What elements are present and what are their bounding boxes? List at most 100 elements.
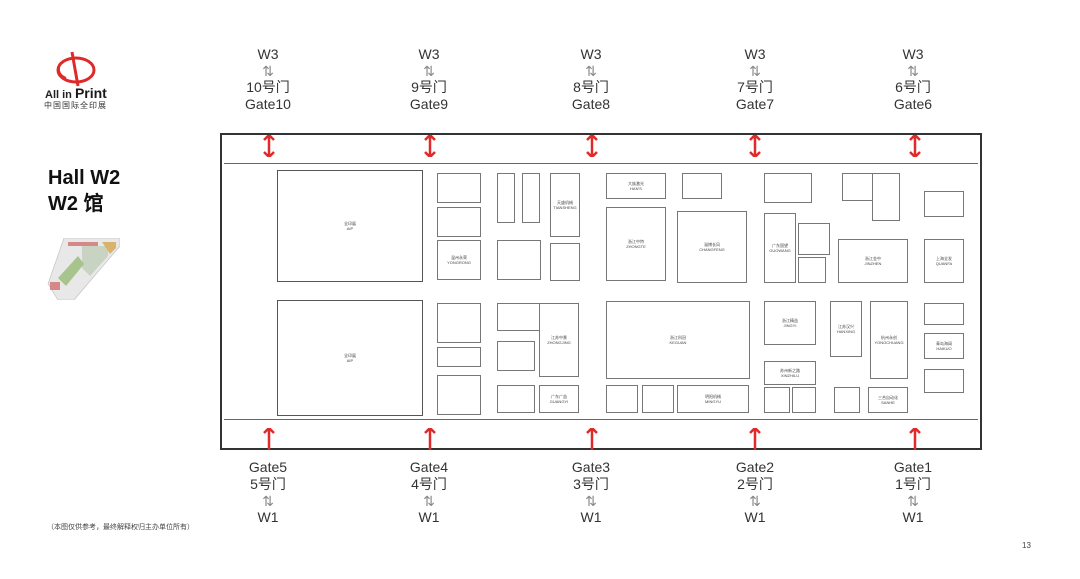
gate-9: W3 ⇅ 9号门 Gate9 <box>389 46 469 113</box>
logo-brand-small: All in <box>45 89 72 101</box>
gate-3: Gate3 3号门 ⇅ W1 <box>551 459 631 526</box>
gate-hall-label: W3 <box>257 46 279 62</box>
arrow-updown-icon: ⇅ <box>749 493 761 509</box>
booth[interactable] <box>872 173 900 221</box>
entrance-arrow-icon <box>909 135 921 157</box>
booth[interactable] <box>497 303 541 331</box>
bottom-service-strip <box>224 419 978 446</box>
entrance-arrow-icon <box>263 135 275 157</box>
gate-name-cn: 10号门 <box>246 79 290 95</box>
booth[interactable] <box>798 223 830 255</box>
logo-swirl-icon <box>56 51 96 87</box>
hall-title-cn: W2 馆 <box>48 193 104 215</box>
gate-name-en: Gate9 <box>409 96 449 112</box>
gate-hall-label: W1 <box>902 509 924 525</box>
top-service-strip <box>224 137 978 164</box>
gate-name-cn: 1号门 <box>895 476 931 492</box>
gate-5: Gate5 5号门 ⇅ W1 <box>228 459 308 526</box>
gate-name-en: Gate3 <box>571 459 611 475</box>
booth[interactable] <box>437 347 481 367</box>
booth-aip-4[interactable] <box>642 385 674 413</box>
entrance-arrow-icon <box>749 428 761 450</box>
booth[interactable] <box>497 173 515 223</box>
hall-title-en: Hall W2 <box>48 167 121 189</box>
arrow-updown-icon: ⇅ <box>907 493 919 509</box>
arrow-updown-icon: ⇅ <box>423 63 435 79</box>
booth[interactable] <box>764 173 812 203</box>
booth[interactable] <box>497 341 535 371</box>
booth[interactable] <box>437 173 481 203</box>
gate-hall-label: W3 <box>744 46 766 62</box>
page-number: 13 <box>1022 541 1031 550</box>
gate-10: W3 ⇅ 10号门 Gate10 <box>228 46 308 113</box>
booth[interactable] <box>437 207 481 237</box>
gate-6: W3 ⇅ 6号门 Gate6 <box>873 46 953 113</box>
all-in-print-logo: All in Print 中国国际全印展 <box>42 48 132 110</box>
gate-name-cn: 6号门 <box>895 79 931 95</box>
disclaimer-note: （本图仅供参考，最终解释权归主办单位所有） <box>47 523 194 531</box>
gate-hall-label: W3 <box>580 46 602 62</box>
booth[interactable] <box>550 243 580 281</box>
booth[interactable] <box>764 387 790 413</box>
gate-2: Gate2 2号门 ⇅ W1 <box>715 459 795 526</box>
logo-wordmark: All in Print <box>45 85 107 101</box>
booth[interactable] <box>924 369 964 393</box>
gate-name-en: Gate4 <box>409 459 449 475</box>
gate-hall-label: W1 <box>580 509 602 525</box>
logo-brand-cn: 中国国际全印展 <box>44 101 107 110</box>
entrance-arrow-icon <box>586 428 598 450</box>
gate-name-en: Gate8 <box>571 96 611 112</box>
gate-name-en: Gate10 <box>245 96 291 112</box>
gate-hall-label: W3 <box>902 46 924 62</box>
gate-name-cn: 4号门 <box>411 476 447 492</box>
booth[interactable] <box>497 240 541 280</box>
booth[interactable] <box>924 191 964 217</box>
booth[interactable] <box>924 303 964 325</box>
gate-name-en: Gate7 <box>735 96 775 112</box>
booth[interactable] <box>834 387 860 413</box>
booth[interactable] <box>798 257 826 283</box>
booth[interactable] <box>522 173 540 223</box>
arrow-updown-icon: ⇅ <box>262 493 274 509</box>
gate-name-cn: 5号门 <box>250 476 286 492</box>
booth[interactable] <box>792 387 816 413</box>
booth[interactable] <box>437 303 481 343</box>
gate-hall-label: W1 <box>418 509 440 525</box>
gate-name-en: Gate6 <box>893 96 933 112</box>
gate-8: W3 ⇅ 8号门 Gate8 <box>551 46 631 113</box>
entrance-arrow-icon <box>749 135 761 157</box>
hall-title: Hall W2 W2 馆 <box>48 165 120 217</box>
arrow-updown-icon: ⇅ <box>585 493 597 509</box>
gate-name-cn: 3号门 <box>573 476 609 492</box>
booth[interactable] <box>606 385 638 413</box>
gate-hall-label: W3 <box>418 46 440 62</box>
booth[interactable] <box>497 385 535 413</box>
booth[interactable] <box>682 173 722 199</box>
gate-hall-label: W1 <box>257 509 279 525</box>
gate-name-cn: 8号门 <box>573 79 609 95</box>
gate-name-cn: 9号门 <box>411 79 447 95</box>
gate-hall-label: W1 <box>744 509 766 525</box>
booth-aip-3[interactable] <box>437 375 481 415</box>
